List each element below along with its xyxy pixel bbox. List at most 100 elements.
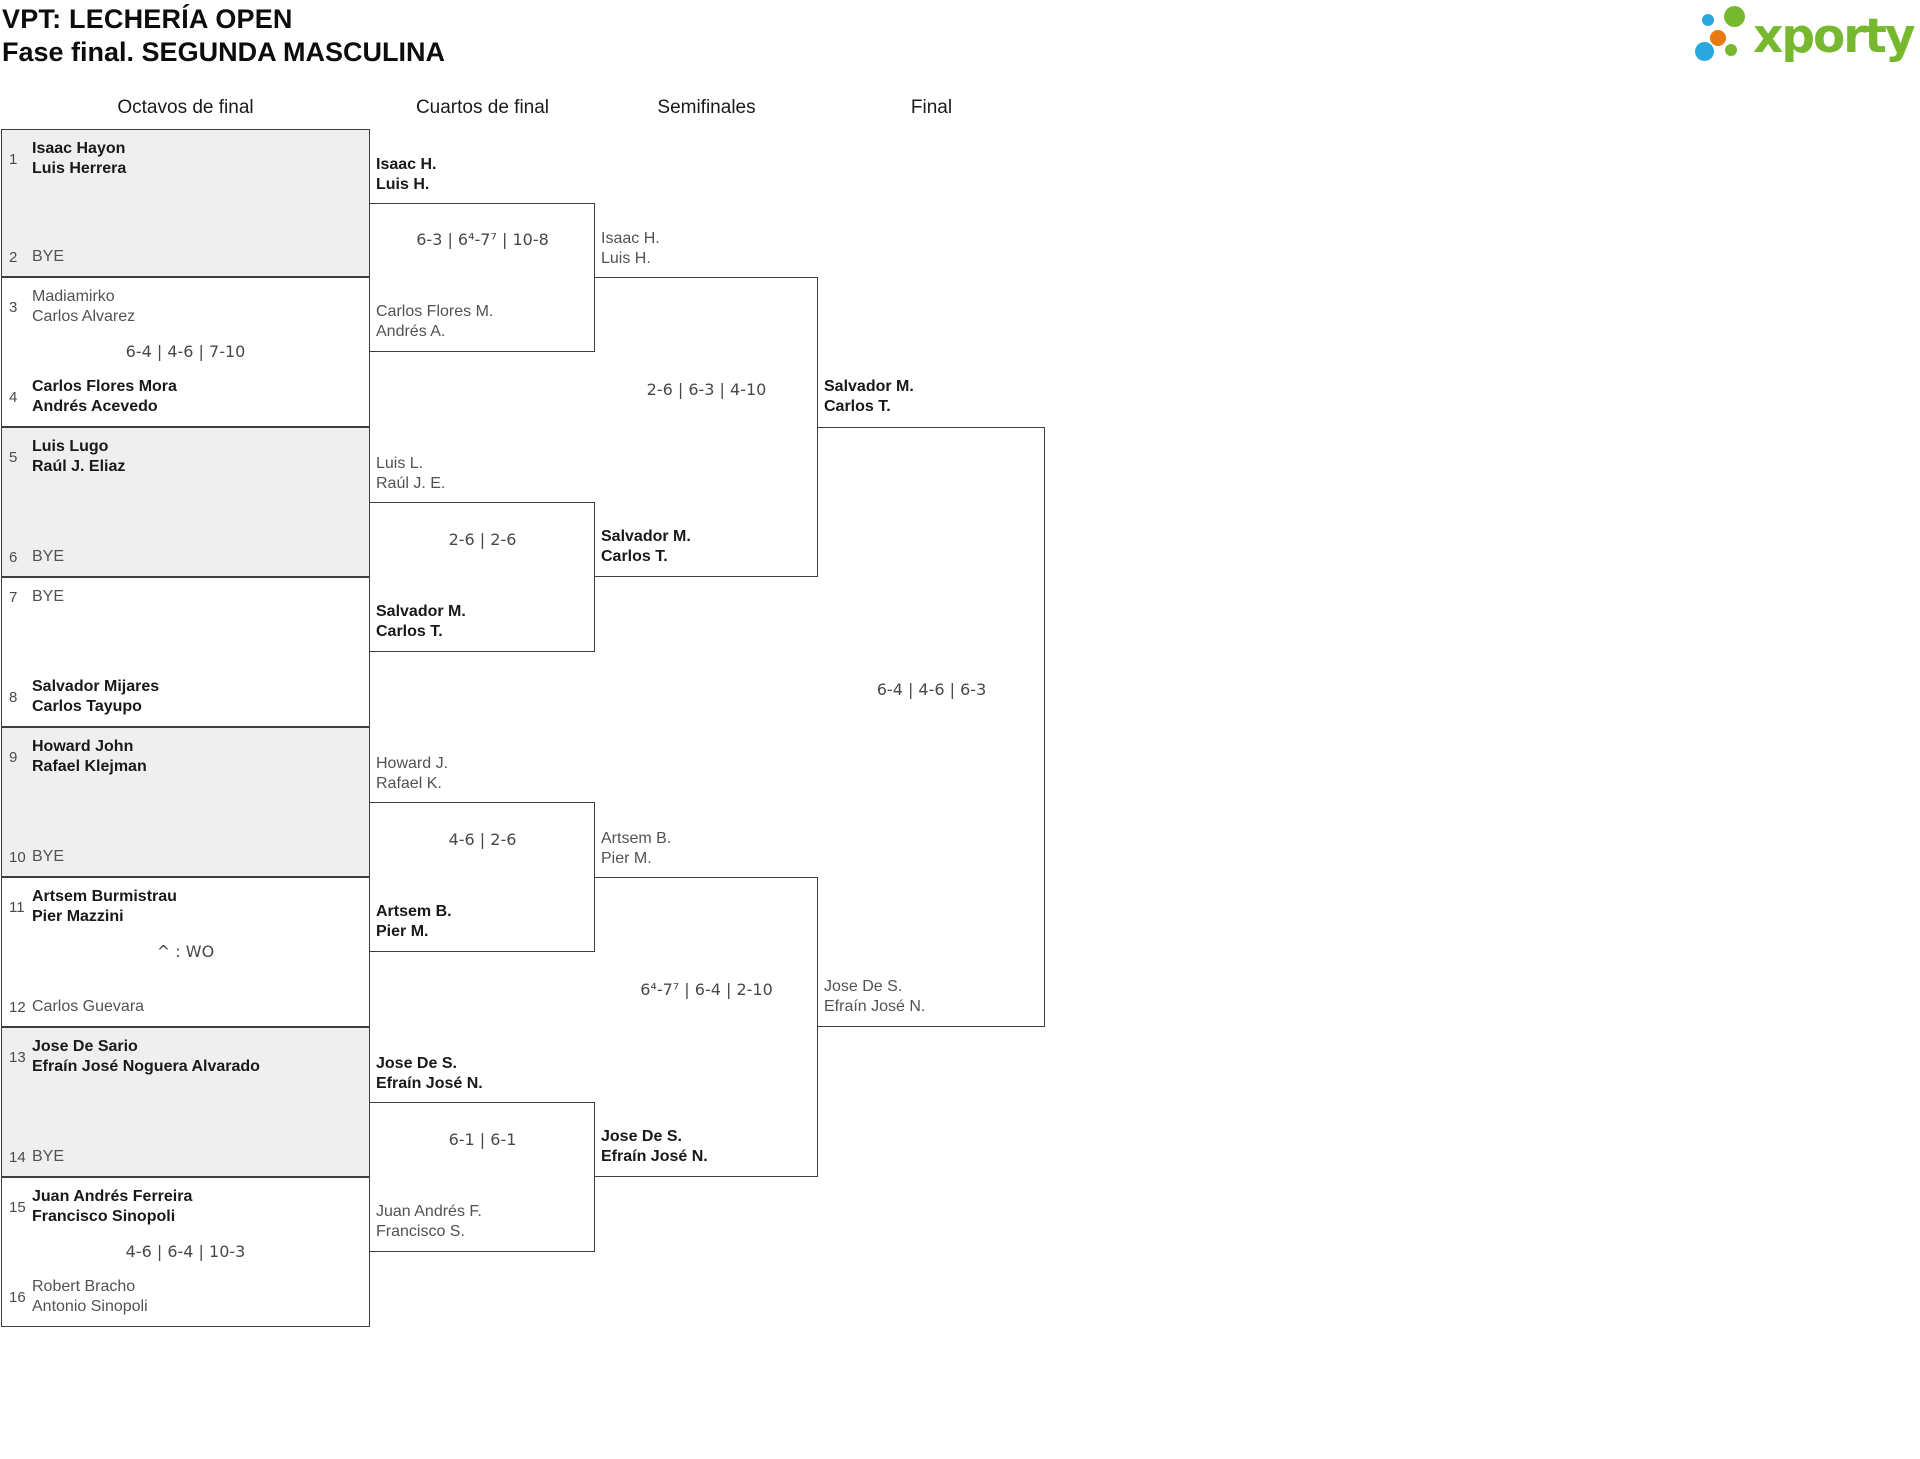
r2-m1-bottom-team: Carlos Flores M. Andrés A. xyxy=(376,302,590,342)
r1-match-7: 13 Jose De Sario Efraín José Noguera Alv… xyxy=(1,1027,370,1177)
team-entry: 9 Howard John Rafael Klejman xyxy=(9,737,363,777)
team-name: Carlos Alvarez xyxy=(32,308,136,325)
team-name: Robert Bracho xyxy=(32,1278,136,1295)
team-name: BYE xyxy=(32,848,65,865)
seed-number: 11 xyxy=(9,898,25,916)
team-name: Luis Lugo xyxy=(32,438,109,455)
team-name: Artsem B. xyxy=(376,903,452,920)
r1-match-8: 15 Juan Andrés Ferreira Francisco Sinopo… xyxy=(1,1177,370,1327)
seed-number: 8 xyxy=(9,688,18,706)
seed-number: 5 xyxy=(9,448,18,466)
team-names: Artsem Burmistrau Pier Mazzini xyxy=(32,887,177,927)
seed-number: 6 xyxy=(9,548,18,566)
team-entry: 7 BYE xyxy=(9,587,363,607)
team-name: Jose De Sario xyxy=(32,1038,138,1055)
logo-dot-icon xyxy=(1710,30,1726,46)
team-name: BYE xyxy=(32,588,65,605)
team-name: Juan Andrés Ferreira xyxy=(32,1188,193,1205)
r4-m1-top-team: Salvador M. Carlos T. xyxy=(824,377,1038,417)
seed-number: 2 xyxy=(9,248,18,266)
r2-m4-score: 6-1 | 6-1 xyxy=(448,1130,517,1149)
team-names: BYE xyxy=(32,1147,64,1167)
round-header-cuartos: Cuartos de final xyxy=(415,97,550,118)
team-names: Salvador Mijares Carlos Tayupo xyxy=(32,677,159,717)
round-header-octavos: Octavos de final xyxy=(117,97,254,118)
team-entry: 3 Madiamirko Carlos Alvarez xyxy=(9,287,363,327)
seed-number: 13 xyxy=(9,1048,26,1066)
team-names: Carlos Guevara xyxy=(32,997,144,1017)
seed-number: 12 xyxy=(9,998,26,1016)
r3-m1-score: 2-6 | 6-3 | 4-10 xyxy=(646,380,767,399)
xporty-logo[interactable]: xporty xyxy=(1686,0,1916,78)
r1-match-2-score: 6-4 | 4-6 | 7-10 xyxy=(125,342,246,361)
team-names: Robert Bracho Antonio Sinopoli xyxy=(32,1277,148,1317)
r3-match-1 xyxy=(595,277,818,577)
team-name: Howard J. xyxy=(376,755,449,772)
team-entry: 4 Carlos Flores Mora Andrés Acevedo xyxy=(9,377,363,417)
team-entry: 2 BYE xyxy=(9,247,363,267)
r3-m2-score: 6⁴-7⁷ | 6-4 | 2-10 xyxy=(640,980,773,999)
team-entry: 16 Robert Bracho Antonio Sinopoli xyxy=(9,1277,363,1317)
round-header-final: Final xyxy=(910,97,953,118)
team-name: Carlos Guevara xyxy=(32,998,145,1015)
seed-number: 16 xyxy=(9,1288,26,1306)
team-names: Howard John Rafael Klejman xyxy=(32,737,147,777)
r2-m1-score: 6-3 | 6⁴-7⁷ | 10-8 xyxy=(416,230,549,249)
team-name: Pier M. xyxy=(601,850,652,867)
seed-number: 14 xyxy=(9,1148,26,1166)
team-name: Luis L. xyxy=(376,455,424,472)
team-name: Howard John xyxy=(32,738,134,755)
team-entry: 6 BYE xyxy=(9,547,363,567)
page-title-block: VPT: LECHERÍA OPEN Fase final. SEGUNDA M… xyxy=(2,3,445,69)
r2-match-1 xyxy=(370,203,595,352)
r1-match-2: 3 Madiamirko Carlos Alvarez 4 Carlos Flo… xyxy=(1,277,370,427)
team-name: Andrés Acevedo xyxy=(32,398,158,415)
team-name: Isaac Hayon xyxy=(32,140,126,157)
round-header-semifinales: Semifinales xyxy=(657,97,756,118)
team-name: Efraín José Noguera Alvarado xyxy=(32,1058,260,1075)
team-name: Artsem Burmistrau xyxy=(32,888,177,905)
team-names: Carlos Flores Mora Andrés Acevedo xyxy=(32,377,177,417)
team-entry: 15 Juan Andrés Ferreira Francisco Sinopo… xyxy=(9,1187,363,1227)
team-entry: 8 Salvador Mijares Carlos Tayupo xyxy=(9,677,363,717)
team-name: Salvador M. xyxy=(824,378,914,395)
team-names: Luis Lugo Raúl J. Eliaz xyxy=(32,437,125,477)
r2-m1-top-team: Isaac H. Luis H. xyxy=(376,155,590,195)
r1-match-1: 1 Isaac Hayon Luis Herrera 2 BYE xyxy=(1,129,370,277)
r2-m4-bottom-team: Juan Andrés F. Francisco S. xyxy=(376,1202,590,1242)
r3-m2-bottom-team: Jose De S. Efraín José N. xyxy=(601,1127,815,1167)
team-name: Juan Andrés F. xyxy=(376,1203,482,1220)
seed-number: 3 xyxy=(9,298,18,316)
logo-dot-icon xyxy=(1695,42,1714,61)
team-name: BYE xyxy=(32,548,65,565)
team-names: Jose De Sario Efraín José Noguera Alvara… xyxy=(32,1037,260,1077)
team-name: Carlos T. xyxy=(824,398,891,415)
team-name: Pier M. xyxy=(376,923,429,940)
team-name: Antonio Sinopoli xyxy=(32,1298,148,1315)
team-names: Madiamirko Carlos Alvarez xyxy=(32,287,135,327)
team-entry: 14 BYE xyxy=(9,1147,363,1167)
team-name: Efraín José N. xyxy=(824,998,926,1015)
team-names: Isaac Hayon Luis Herrera xyxy=(32,139,126,179)
team-names: BYE xyxy=(32,247,64,267)
team-name: Luis H. xyxy=(376,176,430,193)
brand-name: xporty xyxy=(1753,9,1916,64)
r2-match-2 xyxy=(370,502,595,652)
seed-number: 10 xyxy=(9,848,26,866)
team-name: Rafael K. xyxy=(376,775,442,792)
team-entry: 1 Isaac Hayon Luis Herrera xyxy=(9,139,363,179)
team-name: Jose De S. xyxy=(376,1055,457,1072)
r1-match-5: 9 Howard John Rafael Klejman 10 BYE xyxy=(1,727,370,877)
team-name: Andrés A. xyxy=(376,323,446,340)
r2-m3-score: 4-6 | 2-6 xyxy=(448,830,517,849)
page-subtitle: Fase final. SEGUNDA MASCULINA xyxy=(2,37,446,67)
r2-m2-score: 2-6 | 2-6 xyxy=(448,530,517,549)
team-entry: 13 Jose De Sario Efraín José Noguera Alv… xyxy=(9,1037,363,1077)
team-names: BYE xyxy=(32,847,64,867)
team-name: Jose De S. xyxy=(824,978,903,995)
r2-m2-top-team: Luis L. Raúl J. E. xyxy=(376,454,590,494)
r1-match-3: 5 Luis Lugo Raúl J. Eliaz 6 BYE xyxy=(1,427,370,577)
logo-dot-icon xyxy=(1724,6,1745,27)
team-name: Raúl J. Eliaz xyxy=(32,458,126,475)
team-entry: 11 Artsem Burmistrau Pier Mazzini xyxy=(9,887,363,927)
